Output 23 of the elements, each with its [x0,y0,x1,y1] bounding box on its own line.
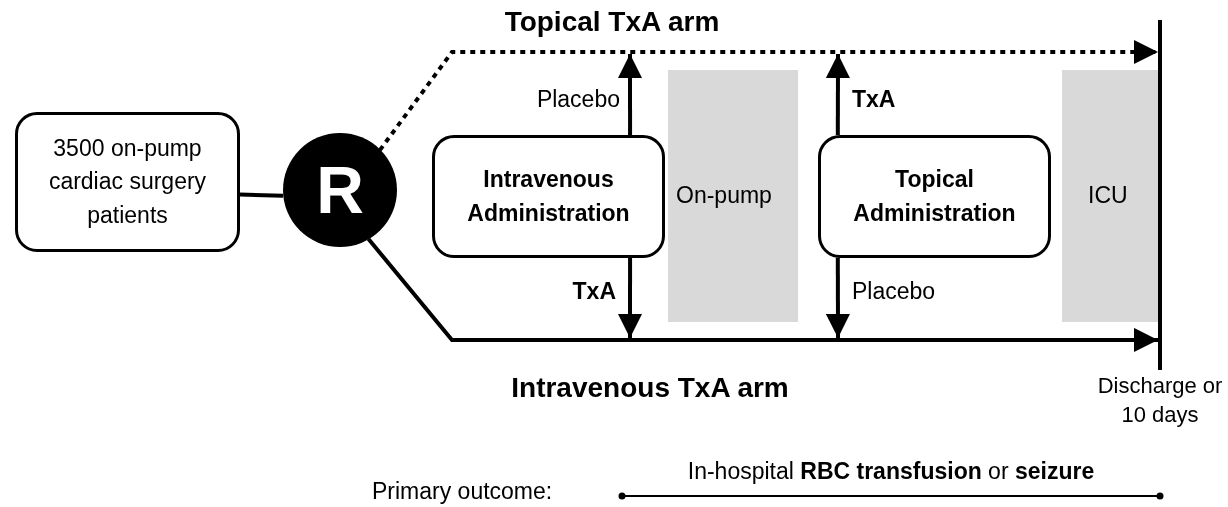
edge-label: Placebo [852,278,936,305]
arrow [618,258,642,338]
edge-label: Intravenous TxA arm [511,372,789,404]
period-band [668,70,798,322]
outcome-heading: Primary outcome: [372,478,553,505]
randomization-circle: R [283,133,397,247]
edge-label: TxA [852,86,896,113]
arrow [366,237,1158,352]
process-box: 3500 on-pump cardiac surgery patients [15,112,240,252]
process-box: Intravenous Administration [432,135,665,258]
end-label: Discharge or 10 days [1096,372,1224,429]
period-label: On-pump [676,182,772,209]
arrow [825,258,850,338]
arrow [378,40,1158,152]
arrow [618,54,642,135]
edge-label: Placebo [536,86,620,113]
process-box: Topical Administration [818,135,1051,258]
period-band [1062,70,1158,322]
period-label: ICU [1088,182,1128,209]
edge-label: Topical TxA arm [504,6,720,38]
edge-label: TxA [572,278,616,305]
outcome-text: In-hospital RBC transfusion or seizure [687,458,1095,485]
arrow [825,54,850,135]
